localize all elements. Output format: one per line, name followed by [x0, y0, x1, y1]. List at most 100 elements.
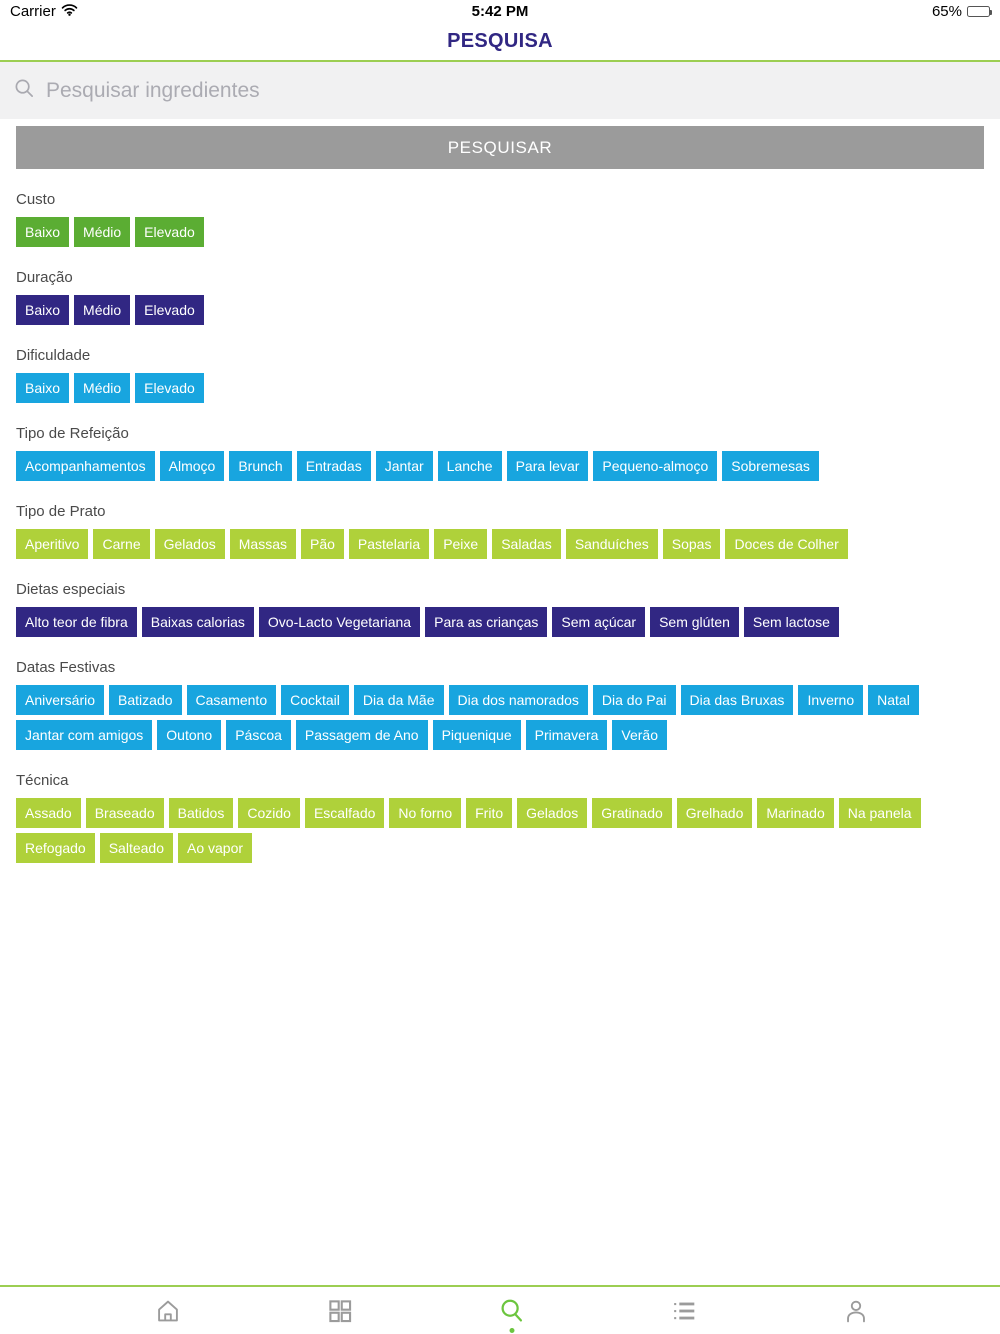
carrier-label: Carrier [10, 2, 56, 20]
filter-chip[interactable]: Sem açúcar [552, 607, 646, 637]
filter-chip[interactable]: Acompanhamentos [16, 451, 155, 481]
list-icon [669, 1296, 699, 1326]
filter-chip[interactable]: Inverno [798, 685, 864, 715]
filter-chip[interactable]: Assado [16, 798, 81, 828]
filter-chip[interactable]: Primavera [525, 720, 608, 750]
filter-chip[interactable]: Verão [612, 720, 668, 750]
wifi-icon [61, 3, 78, 20]
tab-list[interactable] [652, 1289, 716, 1333]
filter-chip[interactable]: No forno [389, 798, 462, 828]
header-divider [0, 60, 1000, 62]
filter-chip[interactable]: Dia do Pai [592, 685, 676, 715]
filter-chip[interactable]: Doces de Colher [725, 529, 848, 559]
filter-chip[interactable]: Dia das Bruxas [680, 685, 794, 715]
filter-chip[interactable]: Sem glúten [650, 607, 739, 637]
filter-chip[interactable]: Gelados [517, 798, 588, 828]
search-input[interactable] [44, 77, 986, 104]
filter-chip[interactable]: Gelados [154, 529, 225, 559]
filter-chip[interactable]: Cozido [238, 798, 300, 828]
filter-chip[interactable]: Na panela [838, 798, 921, 828]
filter-chip[interactable]: Passagem de Ano [295, 720, 428, 750]
filter-chip[interactable]: Casamento [186, 685, 277, 715]
filter-chip[interactable]: Brunch [229, 451, 292, 481]
filter-chip[interactable]: Marinado [757, 798, 834, 828]
filter-chip[interactable]: Elevado [135, 217, 204, 247]
filter-chip[interactable]: Frito [466, 798, 513, 828]
filter-chip[interactable]: Sem lactose [743, 607, 839, 637]
filter-chip[interactable]: Pão [301, 529, 344, 559]
filter-chip[interactable]: Piquenique [432, 720, 521, 750]
filter-chip[interactable]: Batidos [168, 798, 234, 828]
filter-chip[interactable]: Gratinado [592, 798, 672, 828]
filter-chip[interactable]: Saladas [492, 529, 561, 559]
filter-chip[interactable]: Almoço [159, 451, 225, 481]
filter-chip[interactable]: Sopas [662, 529, 721, 559]
filter-chip[interactable]: Baixo [16, 373, 70, 403]
tab-profile[interactable] [824, 1289, 888, 1333]
filter-chip[interactable]: Ovo-Lacto Vegetariana [258, 607, 421, 637]
filter-chip[interactable]: Para as crianças [425, 607, 548, 637]
filter-chip[interactable]: Lanche [437, 451, 502, 481]
filter-chip[interactable]: Pequeno-almoço [593, 451, 718, 481]
filter-chip[interactable]: Baixo [16, 217, 70, 247]
filter-chip[interactable]: Jantar com amigos [16, 720, 153, 750]
filter-chip[interactable]: Ao vapor [178, 833, 253, 863]
search-submit-area: PESQUISAR [0, 119, 1000, 169]
filter-chip[interactable]: Pastelaria [348, 529, 430, 559]
filter-chip[interactable]: Outono [157, 720, 222, 750]
filter-chip[interactable]: Médio [74, 295, 131, 325]
filter-chip[interactable]: Salteado [99, 833, 173, 863]
filter-chip[interactable]: Elevado [135, 373, 204, 403]
filter-chip[interactable]: Escalfado [304, 798, 385, 828]
search-submit-button[interactable]: PESQUISAR [16, 126, 984, 169]
header: PESQUISA [0, 22, 1000, 60]
filter-chip[interactable]: Natal [868, 685, 919, 715]
section-label-dietas-especiais: Dietas especiais [16, 581, 126, 598]
tab-home[interactable] [136, 1289, 200, 1333]
filter-chip[interactable]: Baixo [16, 295, 70, 325]
section-label-custo: Custo [16, 191, 56, 208]
section-label-dificuldade: Dificuldade [16, 347, 91, 364]
filter-chip[interactable]: Páscoa [226, 720, 291, 750]
filter-chip[interactable]: Entradas [296, 451, 371, 481]
filter-chip[interactable]: Médio [74, 373, 131, 403]
filter-chip[interactable]: Massas [229, 529, 296, 559]
filter-chip[interactable]: Batizado [109, 685, 182, 715]
filter-chip[interactable]: Jantar [375, 451, 433, 481]
status-bar: Carrier 5:42 PM 65% [0, 0, 1000, 22]
filter-chip[interactable]: Médio [74, 217, 131, 247]
battery-icon [967, 5, 992, 17]
filter-chip[interactable]: Alto teor de fibra [16, 607, 137, 637]
filter-chip[interactable]: Elevado [135, 295, 204, 325]
section-label-tecnica: Técnica [16, 772, 69, 789]
filter-chip[interactable]: Aperitivo [16, 529, 89, 559]
person-icon [841, 1296, 871, 1326]
filter-chip[interactable]: Peixe [434, 529, 488, 559]
filter-chip[interactable]: Sobremesas [722, 451, 819, 481]
filter-chip[interactable]: Para levar [506, 451, 589, 481]
grid-icon [326, 1297, 354, 1325]
filter-chip[interactable]: Dia da Mãe [353, 685, 444, 715]
tab-categories[interactable] [308, 1289, 372, 1333]
tab-search[interactable] [480, 1289, 544, 1333]
filter-chip[interactable]: Braseado [85, 798, 164, 828]
filter-chip[interactable]: Sanduíches [565, 529, 658, 559]
filter-chip[interactable]: Carne [93, 529, 150, 559]
filter-chip[interactable]: Aniversário [16, 685, 105, 715]
filter-chip[interactable]: Baixas calorias [141, 607, 254, 637]
filter-chip[interactable]: Dia dos namorados [448, 685, 588, 715]
filter-chip[interactable]: Refogado [16, 833, 95, 863]
filter-chip[interactable]: Grelhado [676, 798, 753, 828]
section-label-datas-festivas: Datas Festivas [16, 659, 116, 676]
filter-chip[interactable]: Cocktail [281, 685, 349, 715]
